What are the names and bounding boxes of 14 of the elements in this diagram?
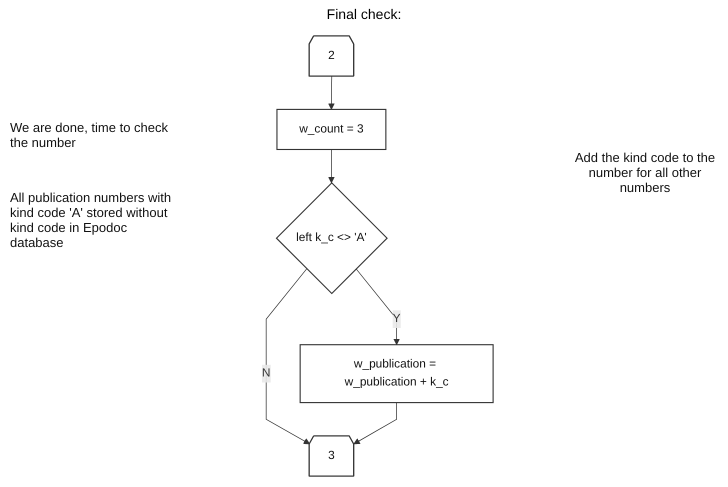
- edge-label: N: [262, 366, 270, 380]
- arrow: [356, 268, 400, 345]
- node-diamond: left k_c <> 'A': [276, 182, 388, 294]
- node-box: w_count = 3: [276, 108, 386, 150]
- diagram-title: Final check:: [326, 6, 402, 22]
- annotation-note: We are done, time to check the number: [10, 120, 170, 150]
- arrow: [354, 402, 397, 444]
- edge-label: Y: [392, 312, 401, 326]
- arrow: [328, 76, 335, 110]
- annotation-note: All publication numbers with kind code 'A' stored without kind code in Epodoc database: [10, 190, 172, 250]
- node-box: w_publication = w_publication + k_c: [300, 344, 494, 404]
- annotation-note: Add the kind code to the number for all other numbers: [574, 150, 716, 195]
- arrow: [328, 149, 335, 184]
- arrow: [266, 268, 310, 444]
